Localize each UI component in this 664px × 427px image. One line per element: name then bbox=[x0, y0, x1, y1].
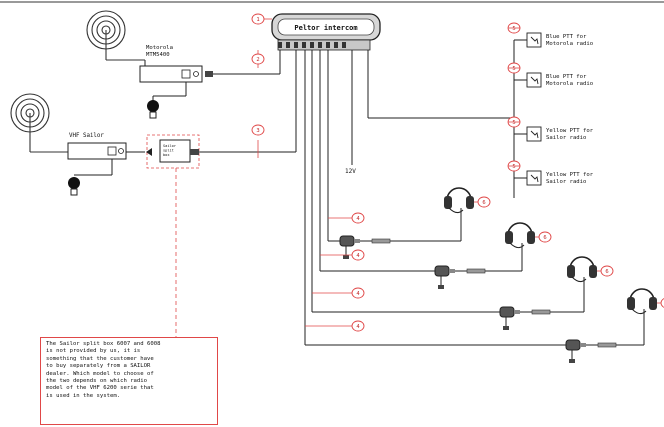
headsets: 46464646 bbox=[304, 50, 664, 363]
intercom-port bbox=[334, 42, 338, 48]
intercom-port bbox=[318, 42, 322, 48]
intercom-port bbox=[294, 42, 298, 48]
headset-line-number: 4 bbox=[356, 216, 360, 222]
headset-branch: 46 bbox=[304, 50, 664, 363]
headset-callout bbox=[538, 231, 552, 243]
headset-line-callout bbox=[351, 249, 365, 261]
headset-icon bbox=[444, 187, 474, 214]
intercom-port bbox=[302, 42, 306, 48]
headset-number: 6 bbox=[482, 200, 485, 206]
motorola-microphone bbox=[147, 82, 187, 119]
headset-line-callout bbox=[351, 320, 365, 332]
ptt-number: 5 bbox=[512, 120, 515, 126]
headset-callout bbox=[477, 196, 491, 208]
voltage-label: 12V bbox=[345, 168, 356, 175]
ptt-number: 5 bbox=[512, 164, 515, 170]
headset-callout bbox=[660, 298, 664, 308]
vhf-antenna bbox=[10, 93, 68, 153]
ptt-bus bbox=[367, 40, 515, 198]
headset-icon bbox=[505, 222, 535, 249]
intercom-ports bbox=[278, 42, 346, 48]
ptt-number: 5 bbox=[512, 26, 515, 32]
intercom-title: Peltor intercom bbox=[294, 24, 357, 32]
callout-2-num: 2 bbox=[256, 57, 259, 63]
callout-2: 2 bbox=[251, 50, 265, 68]
intercom-port bbox=[310, 42, 314, 48]
headset-icon bbox=[627, 288, 657, 315]
vhf-microphone bbox=[68, 159, 113, 196]
intercom-port bbox=[286, 42, 290, 48]
headset-line-number: 4 bbox=[356, 253, 360, 259]
peltor-intercom: Peltor intercom bbox=[271, 13, 381, 51]
callout-1: 1 bbox=[251, 13, 272, 25]
headset-connector bbox=[499, 306, 515, 318]
headset-line-number: 4 bbox=[356, 291, 360, 297]
callout-1-num: 1 bbox=[256, 17, 259, 23]
headset-number: 6 bbox=[543, 235, 546, 241]
headset-connector bbox=[565, 339, 581, 351]
headset-branch: 46 bbox=[311, 50, 614, 330]
headset-number: 6 bbox=[605, 269, 608, 275]
intercom-port bbox=[326, 42, 330, 48]
headset-line-number: 4 bbox=[356, 324, 360, 330]
ptt-number: 5 bbox=[512, 66, 515, 72]
vhf-sailor-radio: VHF Sailor bbox=[67, 133, 127, 160]
vhf-label: VHF Sailor bbox=[69, 133, 104, 139]
headset-branch: 46 bbox=[327, 50, 491, 259]
motorola-antenna bbox=[86, 10, 146, 66]
callout-3: 3 bbox=[251, 124, 265, 158]
headset-connector bbox=[339, 235, 355, 247]
split-box-note: The Sailor split box 6007 and 6008 is no… bbox=[40, 337, 218, 425]
headset-line-callout bbox=[351, 212, 365, 224]
headset-callout bbox=[600, 265, 614, 277]
headset-branch: 46 bbox=[319, 50, 552, 289]
intercom-port bbox=[342, 42, 346, 48]
headset-icon bbox=[567, 256, 597, 283]
headset-line-callout bbox=[351, 287, 365, 299]
callout-3-num: 3 bbox=[256, 128, 259, 134]
headset-connector bbox=[434, 265, 450, 277]
intercom-port bbox=[278, 42, 282, 48]
